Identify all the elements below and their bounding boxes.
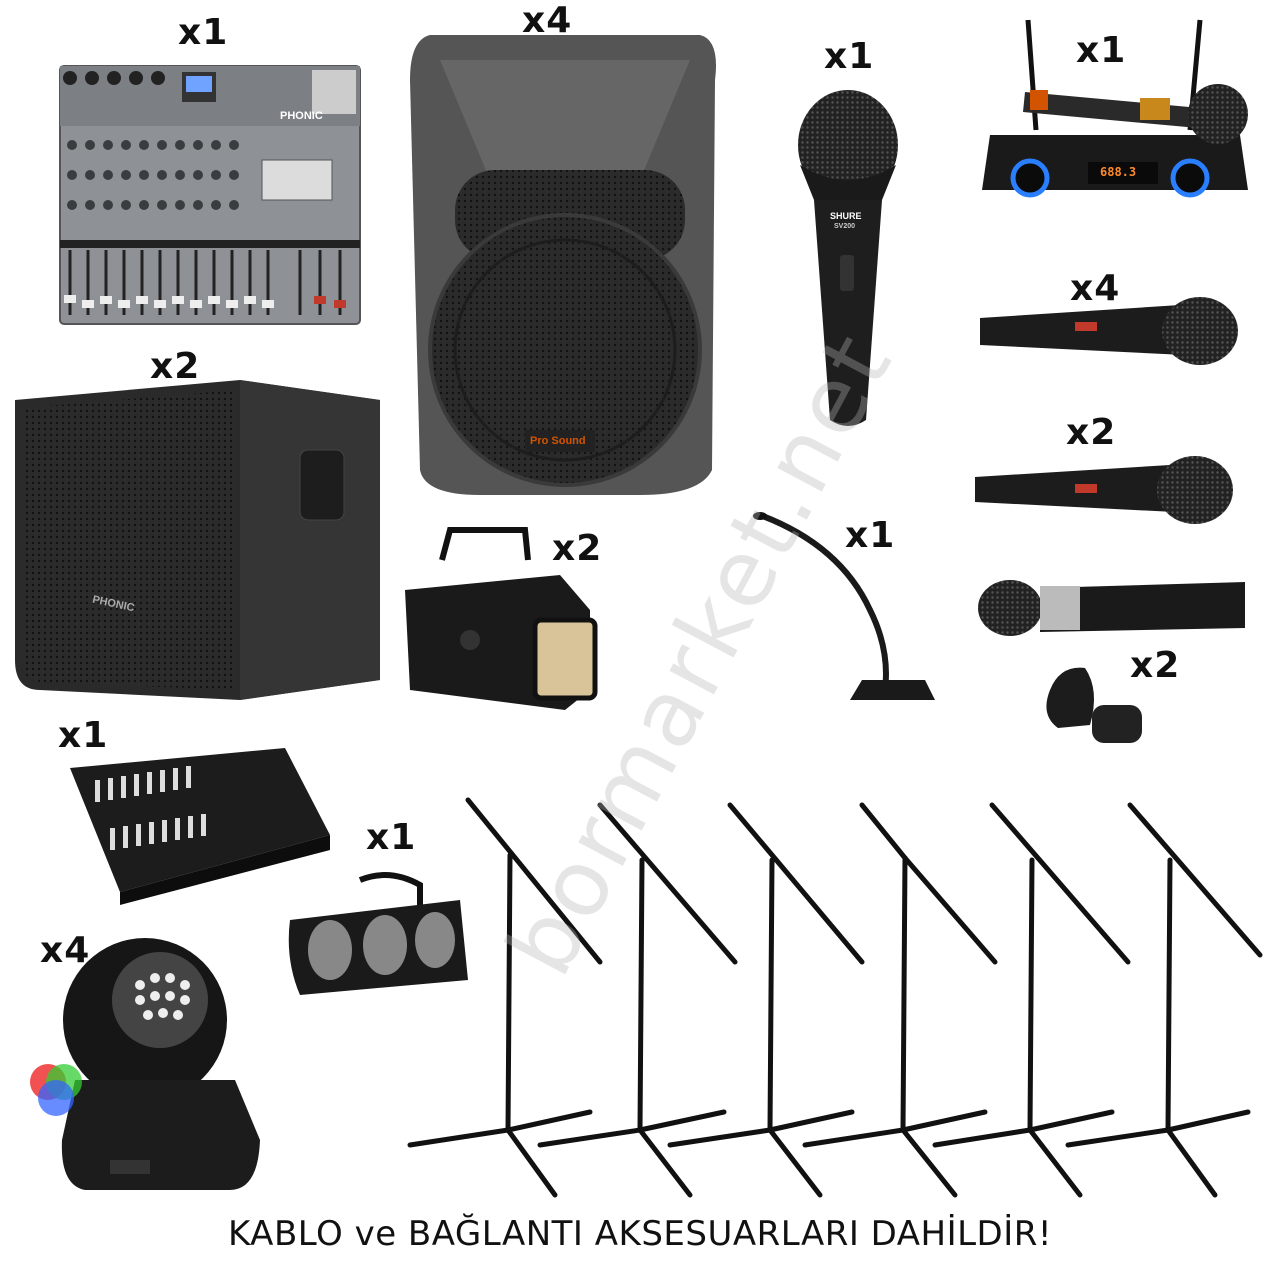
mic-stand-4: [802, 802, 998, 1198]
mic-stand-3: [667, 802, 865, 1198]
qty-dmx-controller: x1: [58, 715, 109, 756]
qty-derby: x1: [366, 817, 417, 858]
handheld-mic-b: [975, 456, 1233, 524]
wired-mic-shure: [798, 90, 898, 426]
gooseneck-mic: [753, 512, 935, 700]
handheld-mic-c: [978, 580, 1245, 636]
qty-wired-mic: x1: [824, 36, 875, 77]
qty-speaker: x4: [522, 0, 573, 41]
qty-moving-head: x4: [40, 930, 91, 971]
qty-wireless-set: x1: [1076, 30, 1127, 71]
moving-head: [30, 938, 260, 1190]
handheld-mic-a: [980, 297, 1238, 365]
derby-light: [288, 872, 468, 995]
mic-stand-2: [537, 802, 738, 1198]
mixer-brand: PHONIC: [280, 110, 323, 122]
subwoofer: [15, 380, 380, 700]
shure-model: SV200: [834, 223, 856, 230]
mic-stand-5: [932, 802, 1131, 1198]
footer-note: KABLO ve BAĞLANTI AKSESUARLARI DAHİLDİR!: [227, 1214, 1053, 1254]
qty-handheld-mic-a: x4: [1070, 268, 1121, 309]
qty-gooseneck: x1: [845, 515, 896, 556]
speaker-brand: Pro Sound: [530, 435, 586, 447]
mic-stand-6: [1065, 802, 1263, 1198]
qty-subwoofer: x2: [150, 346, 201, 387]
mixer: [59, 65, 361, 325]
qty-mic-clips: x2: [1130, 645, 1181, 686]
qty-mixer: x1: [178, 12, 229, 53]
dmx-controller: [70, 748, 330, 905]
wireless-mic-set: [982, 19, 1248, 198]
mic-stands: [407, 797, 1263, 1198]
wireless-display: 688.3: [1100, 165, 1137, 179]
qty-handheld-mic-b: x2: [1066, 412, 1117, 453]
profile-spot: [405, 527, 598, 710]
mic-clips: [1046, 667, 1142, 743]
qty-profile-spot: x2: [552, 528, 603, 569]
shure-brand: SHURE: [830, 211, 862, 221]
speaker: [410, 35, 716, 495]
mic-stand-1: [407, 797, 603, 1198]
